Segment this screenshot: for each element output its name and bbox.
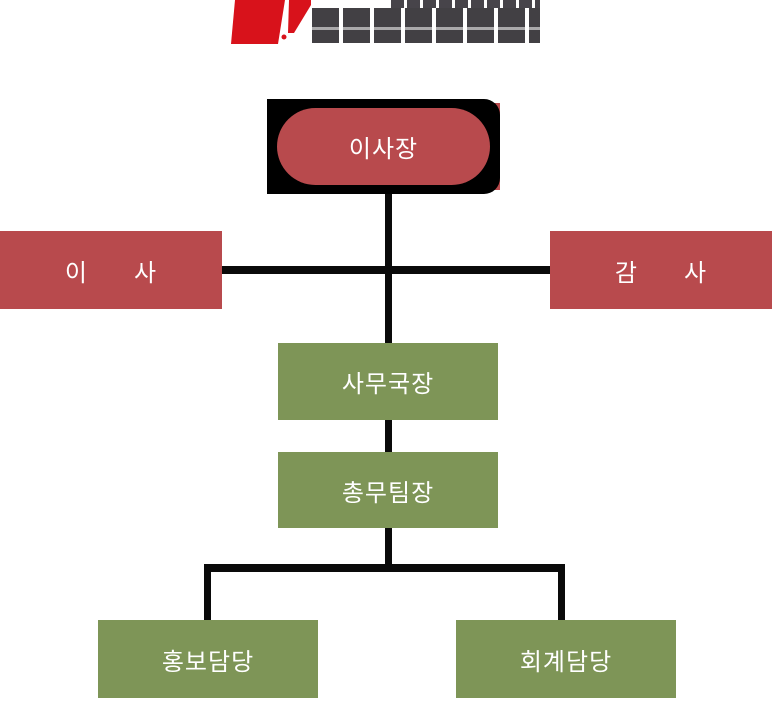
node-label-secretary: 사무국장 xyxy=(341,371,435,398)
node-label-accounting: 회계담당 xyxy=(519,648,613,676)
chairman-pill: 이사장 xyxy=(277,108,490,185)
logo-mark-icon xyxy=(231,0,311,44)
logo-text-small-cropped xyxy=(391,0,540,8)
node-label-director: 이 사 xyxy=(64,259,158,287)
connector-to-secretary xyxy=(385,274,392,343)
node-accounting-officer: 회계담당 xyxy=(456,620,676,698)
connector-teamleader-down xyxy=(385,528,392,572)
connector-drop-pr xyxy=(204,564,211,620)
node-label-team-leader: 총무팀장 xyxy=(341,479,435,507)
node-auditor: 감 사 xyxy=(550,231,772,309)
logo-text-cropped xyxy=(312,8,540,43)
node-secretary-general: 사무국장 xyxy=(278,343,498,420)
node-label-chairman: 이사장 xyxy=(348,136,419,163)
connector-chairman-down xyxy=(385,194,392,274)
node-label-auditor: 감 사 xyxy=(614,259,708,287)
node-label-pr: 홍보담당 xyxy=(161,648,255,676)
connector-director-auditor xyxy=(222,266,550,274)
connector-secretary-teamleader xyxy=(385,420,392,452)
node-team-leader: 총무팀장 xyxy=(278,452,498,528)
node-director: 이 사 xyxy=(0,231,222,309)
connector-drop-accounting xyxy=(558,564,565,620)
connector-branch-bar xyxy=(204,564,565,572)
node-pr-officer: 홍보담당 xyxy=(98,620,318,698)
node-chairman: 이사장 xyxy=(267,99,500,194)
